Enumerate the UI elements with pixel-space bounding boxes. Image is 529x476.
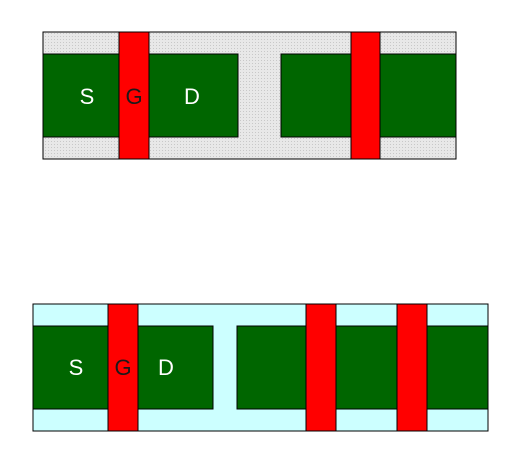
bottom-gate-2	[305, 303, 337, 432]
bottom-layout: S G D	[32, 303, 489, 432]
top-layout: S G D	[42, 31, 457, 160]
bottom-source-label: S	[69, 355, 84, 380]
top-source-label: S	[80, 84, 95, 109]
top-drain-label: D	[184, 84, 200, 109]
bottom-drain-label: D	[158, 355, 174, 380]
bottom-gate-3	[396, 303, 428, 432]
bottom-gate-1	[107, 303, 139, 432]
bottom-gate-label: G	[114, 355, 131, 380]
top-gate-1	[118, 31, 150, 160]
top-gate-label: G	[125, 84, 142, 109]
top-gate-2	[350, 31, 381, 160]
bottom-active-region-right	[236, 325, 489, 410]
